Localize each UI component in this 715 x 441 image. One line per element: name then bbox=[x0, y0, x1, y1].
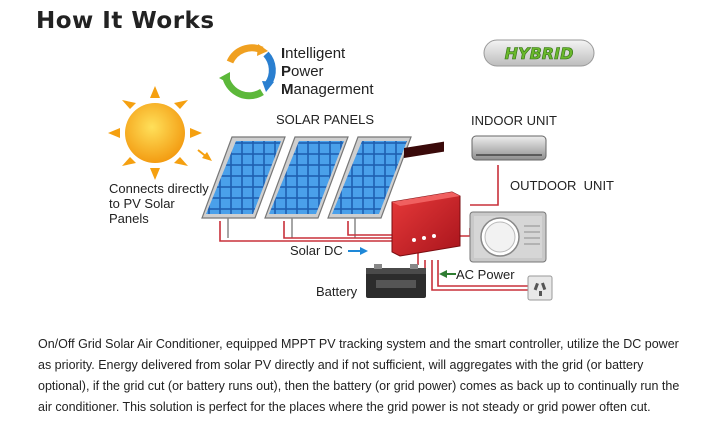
solar-panel bbox=[264, 136, 349, 219]
page-title: How It Works bbox=[36, 8, 215, 34]
wires bbox=[219, 165, 530, 291]
system-diagram: HYBRID bbox=[108, 39, 595, 301]
description-paragraph: On/Off Grid Solar Air Conditioner, equip… bbox=[38, 337, 680, 414]
sun-arrow bbox=[197, 149, 212, 161]
ac-power-label: AC Power bbox=[456, 267, 515, 282]
solar-panels-label: SOLAR PANELS bbox=[276, 112, 375, 127]
smart-controller bbox=[391, 141, 461, 257]
connects-directly-label: Connects directly to PV Solar Panels bbox=[109, 181, 209, 226]
indoor-unit-label: INDOOR UNIT bbox=[471, 113, 557, 128]
power-socket-icon bbox=[527, 275, 553, 301]
solar-dc-arrow bbox=[348, 247, 368, 255]
hybrid-badge: HYBRID bbox=[483, 39, 595, 67]
outdoor-unit bbox=[469, 211, 547, 263]
panel-stands bbox=[227, 218, 356, 238]
ac-power-arrow bbox=[439, 270, 456, 278]
outdoor-unit-label: OUTDOOR UNIT bbox=[510, 178, 614, 193]
battery-label: Battery bbox=[316, 284, 358, 299]
solar-dc-label: Solar DC bbox=[290, 243, 343, 258]
solar-panel bbox=[327, 136, 412, 219]
sun-icon bbox=[108, 86, 202, 180]
hybrid-label: HYBRID bbox=[505, 44, 574, 63]
ipm-text: Intelligent Power Managerment bbox=[281, 45, 374, 98]
solar-panel bbox=[201, 136, 286, 219]
battery-icon bbox=[366, 264, 426, 298]
indoor-unit bbox=[471, 135, 547, 161]
ipm-cycle-icon bbox=[219, 44, 276, 100]
